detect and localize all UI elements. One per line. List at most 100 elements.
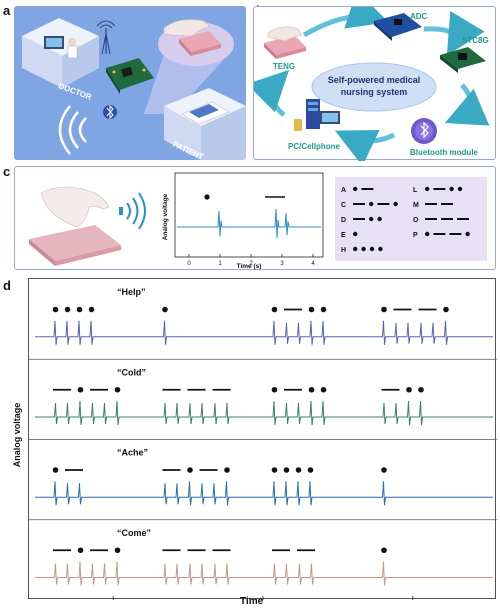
morse-symbol-dot: [465, 231, 470, 237]
panel-c-x-tick-label: 3: [280, 261, 284, 267]
panel-d-word-label: “Come”: [117, 528, 151, 538]
panel-d-dot: [52, 467, 59, 473]
morse-letter: P: [413, 232, 418, 239]
stc8g-board-icon: [440, 47, 486, 73]
panel-d-dot: [406, 386, 412, 393]
panel-d-row: “Ache”: [29, 439, 497, 506]
panel-d-dot: [271, 306, 278, 313]
panel-d-trace: [35, 481, 493, 506]
morse-symbol-dot: [353, 186, 358, 192]
wireless-signal-icon-c: [119, 192, 146, 230]
morse-letter: O: [413, 217, 419, 224]
panel-b-svg: Self-powered medical nursing system TENG…: [254, 7, 490, 161]
panel-c-y-label: Analog voltage: [162, 193, 169, 240]
wireless-signal-icon: [58, 105, 87, 155]
center-title-line2: nursing system: [341, 87, 408, 97]
panel-d-dot: [381, 306, 387, 313]
panel-d-dot: [77, 547, 84, 554]
hand-icon-c: [40, 186, 110, 228]
morse-table-entries: A C D E H L M O P: [341, 186, 470, 254]
morse-symbol-dot: [393, 201, 398, 207]
panel-d-dot: [52, 306, 59, 313]
panel-d-trace: [35, 561, 493, 586]
panel-d-dot: [308, 306, 315, 313]
panel-letter-c: c: [3, 164, 11, 179]
morse-symbol-dot: [425, 186, 430, 192]
stc8g-label: STC8G: [462, 36, 489, 45]
panel-d-trace: [35, 400, 493, 426]
panel-d-word-label: “Help”: [117, 287, 146, 297]
adc-board-icon: [374, 13, 422, 41]
panel-d-word-label: “Cold”: [117, 367, 146, 377]
hand-icon: [163, 19, 211, 37]
panel-d-svg: “Help” “Cold” “Ache” “Come”: [29, 287, 497, 600]
pc-label: PC/Cellphone: [288, 142, 341, 151]
antenna-icon: [96, 20, 116, 55]
morse-symbol-dot: [369, 246, 375, 252]
morse-symbol-dot: [369, 216, 374, 222]
panel-c-x-tick-label: 4: [311, 261, 315, 267]
panel-d-dot: [308, 386, 315, 393]
panel-d-dot: [77, 386, 84, 393]
beam-cone: [144, 54, 229, 114]
teng-pad-c: [29, 225, 121, 266]
panel-d-dot: [271, 467, 278, 473]
panel-d-dot: [320, 386, 327, 393]
panel-d-dot: [381, 467, 387, 473]
panel-letter-a: a: [3, 3, 11, 18]
panel-c-x-label: Time (s): [237, 263, 262, 270]
morse-letter: A: [341, 187, 346, 194]
panel-d-dot: [187, 467, 193, 473]
panel-c-plot-frame: [174, 172, 324, 258]
panel-d-row: “Help”: [35, 287, 493, 345]
morse-symbol-dot: [377, 216, 382, 222]
panel-d-dot: [418, 386, 424, 393]
panel-d-row: “Cold”: [29, 358, 497, 426]
morse-symbol-dot: [353, 231, 358, 237]
morse-letter: L: [413, 187, 418, 194]
arrow-bt-to-pc: [334, 129, 396, 161]
panel-d-y-label: Analog voltage: [12, 402, 22, 468]
panel-d: “Help” “Cold” “Ache” “Come”: [28, 278, 497, 600]
panel-d-dot: [76, 306, 83, 313]
panel-c-trace: [177, 208, 321, 238]
panel-d-trace: [35, 320, 493, 345]
morse-symbol-dot: [378, 246, 383, 252]
panel-a-svg: DOCTOR PATIENT: [22, 18, 246, 160]
bluetooth-label: Bluetooth module: [410, 148, 479, 157]
morse-letter: H: [341, 247, 346, 254]
panel-d-x-label: Time: [240, 596, 264, 607]
panel-d-dot: [443, 306, 449, 313]
panel-d-dot: [307, 467, 314, 473]
panel-d-dot: [283, 467, 290, 473]
morse-symbol-dot: [449, 186, 454, 192]
morse-letter: M: [413, 202, 419, 209]
panel-letter-d: d: [3, 278, 11, 293]
panel-d-dot: [381, 547, 387, 554]
panel-a-illustration: DOCTOR PATIENT: [14, 6, 246, 160]
panel-c-dot-symbol: [204, 194, 210, 200]
teng-device-icon: [264, 26, 306, 59]
panel-d-dot: [114, 547, 121, 554]
morse-letter: D: [341, 217, 346, 224]
panel-d-dot: [114, 386, 121, 393]
panel-c-x-tick-label: 2: [249, 261, 253, 267]
arrow-pc-to-teng: [254, 69, 290, 117]
circuit-board-icon: [106, 58, 154, 94]
arrow-teng-to-adc: [302, 7, 389, 38]
doctor-room: [22, 18, 99, 88]
morse-letter: E: [341, 232, 346, 239]
panel-c-x-tick-label: 0: [187, 261, 191, 267]
center-ellipse: [311, 62, 437, 112]
morse-symbol-dot: [369, 201, 374, 207]
panel-b-system-diagram: Self-powered medical nursing system TENG…: [253, 6, 496, 161]
morse-symbol-dot: [425, 231, 430, 237]
pc-cellphone-icon: [294, 99, 340, 131]
panel-d-dot: [295, 467, 302, 473]
panel-d-dot: [320, 306, 327, 313]
morse-letter: C: [341, 202, 346, 209]
panel-d-dot: [64, 306, 71, 313]
panel-d-word-label: “Ache”: [117, 448, 148, 458]
